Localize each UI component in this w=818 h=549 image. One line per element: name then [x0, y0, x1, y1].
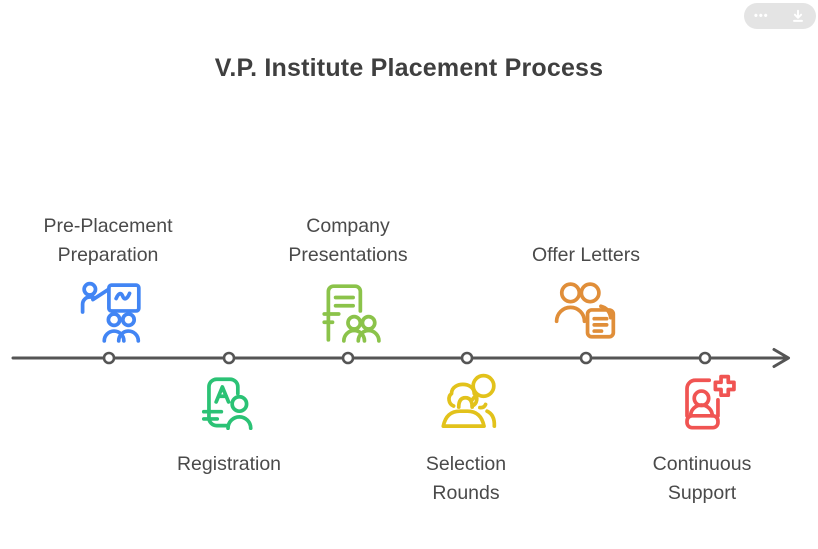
timeline-node [698, 351, 712, 365]
step-label: Selection Rounds [425, 453, 507, 504]
timeline-arrowhead [772, 348, 790, 368]
download-button[interactable] [790, 8, 806, 24]
people-offer-document-icon [553, 279, 619, 345]
page-title: V.P. Institute Placement Process [214, 54, 604, 82]
id-card-person-icon [194, 372, 260, 438]
timeline-node [102, 351, 116, 365]
timeline-node [460, 351, 474, 365]
timeline-axis [11, 348, 790, 368]
step-label: Registration [176, 453, 282, 475]
timeline-node [222, 351, 236, 365]
download-icon [793, 9, 803, 22]
timeline-node [579, 351, 593, 365]
company-document-audience-icon [316, 280, 382, 346]
support-card-plus-icon [670, 372, 736, 438]
timeline-node [341, 351, 355, 365]
candidate-search-icon [434, 372, 500, 438]
presentation-training-icon [79, 280, 145, 346]
step-label: Offer Letters [531, 244, 641, 266]
step-label: Company Presentations [288, 215, 408, 266]
step-label: Continuous Support [652, 453, 752, 504]
step-label: Pre-Placement Preparation [43, 215, 173, 266]
more-options-button[interactable]: ••• [754, 10, 769, 22]
viewer-toolbar[interactable]: ••• [744, 3, 816, 29]
